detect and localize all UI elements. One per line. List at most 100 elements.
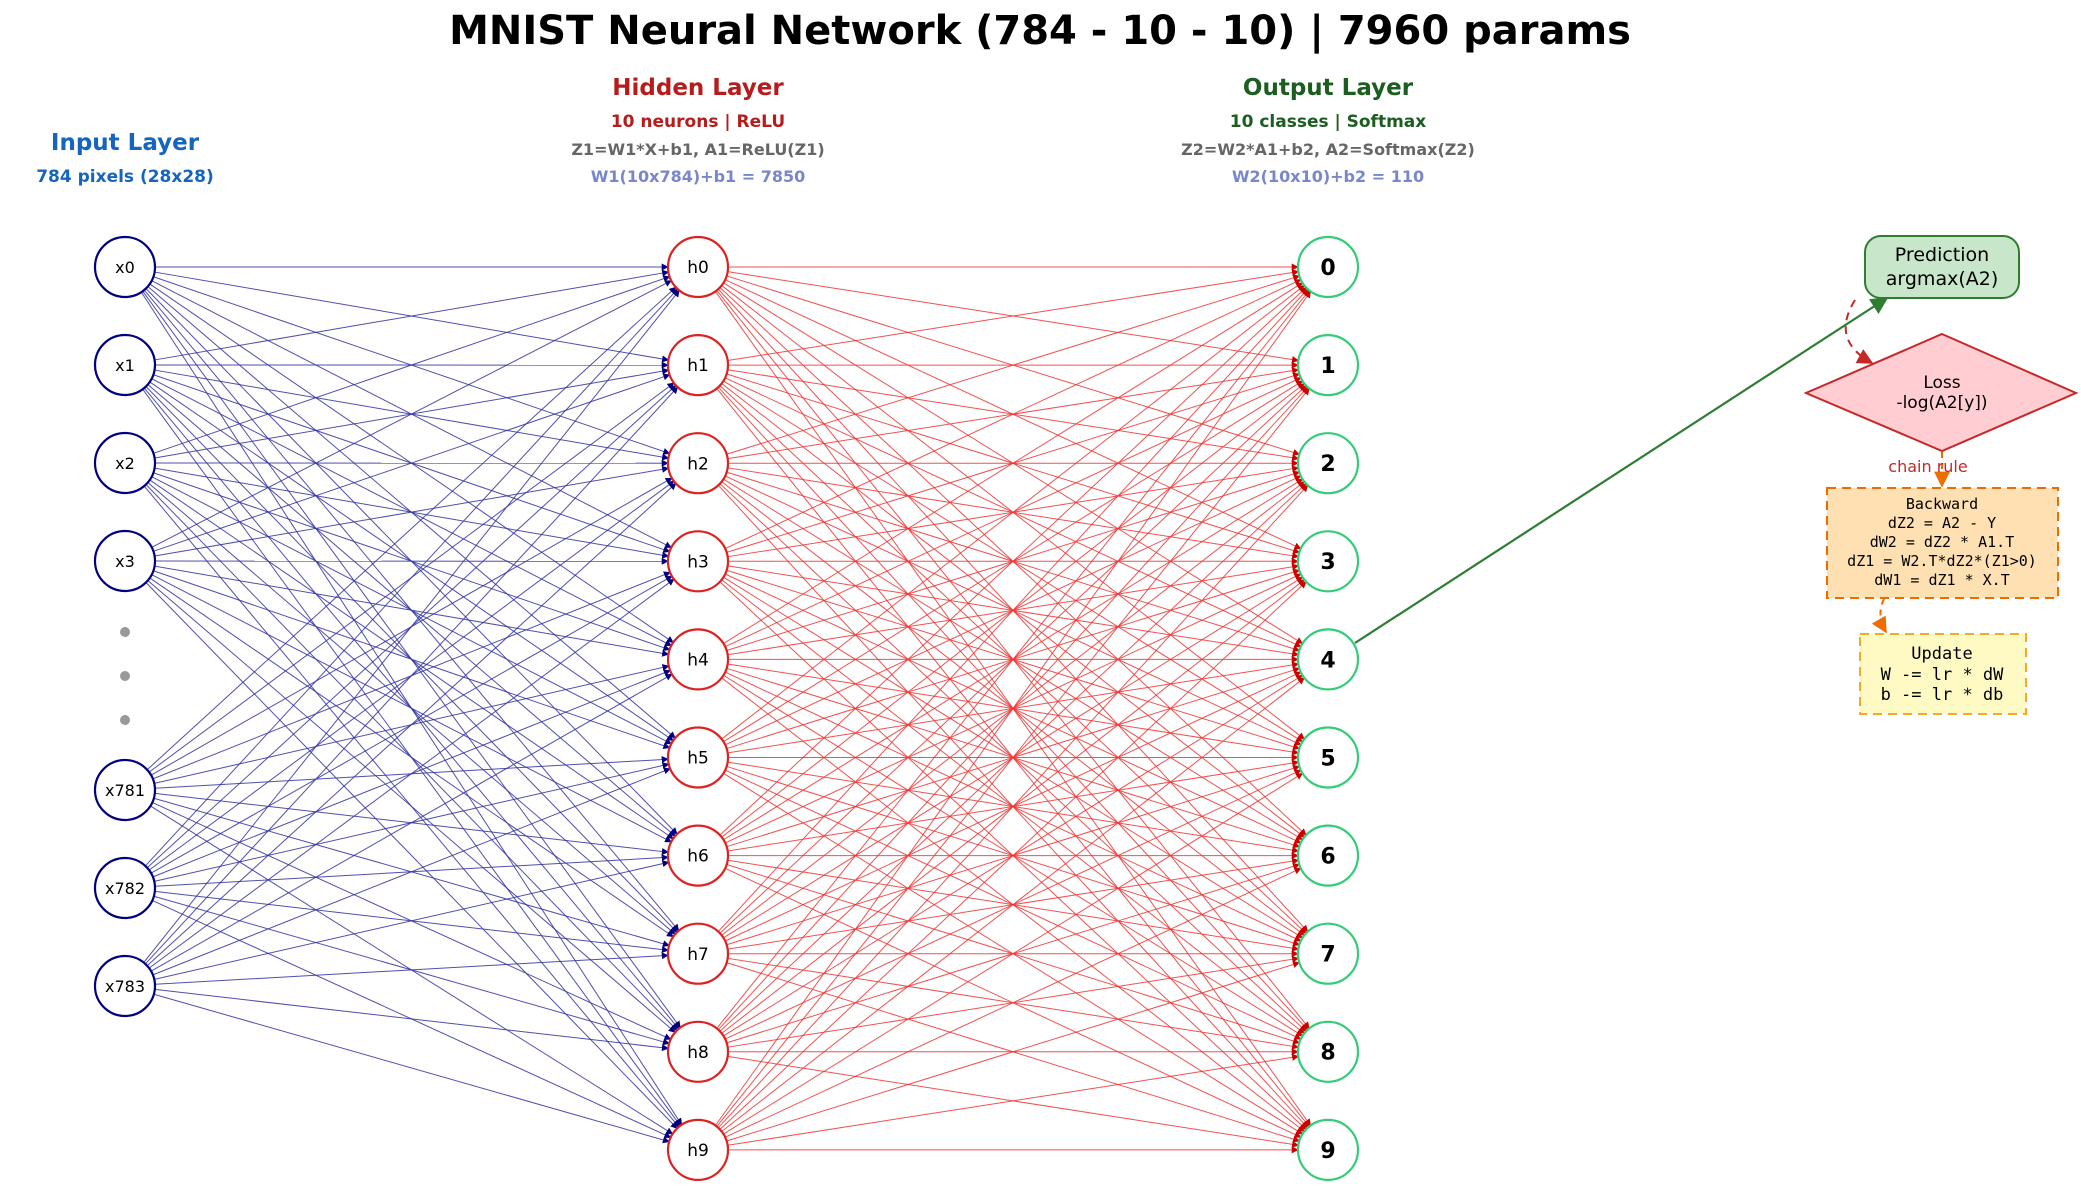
hidden-output-edge bbox=[727, 269, 1300, 361]
hidden-output-edge bbox=[724, 867, 1302, 1138]
input-hidden-edge bbox=[154, 565, 670, 657]
output-node: 0 bbox=[1296, 235, 1360, 299]
hidden-output-edge bbox=[723, 772, 1304, 1135]
input-node-label: x781 bbox=[105, 781, 145, 800]
hidden-node-label: h6 bbox=[687, 847, 709, 867]
input-node: x1 bbox=[93, 333, 157, 397]
prediction-box: Prediction argmax(A2) bbox=[1864, 235, 2020, 299]
hidden-layer-formula: Z1=W1*X+b1, A1=ReLU(Z1) bbox=[571, 140, 824, 159]
ellipsis-dot bbox=[120, 627, 130, 637]
hidden-output-edge bbox=[723, 282, 1304, 644]
loss-formula: -log(A2[y]) bbox=[1896, 393, 1987, 413]
hidden-node: h3 bbox=[666, 530, 730, 593]
input-node-label: x2 bbox=[115, 454, 135, 473]
hidden-node: h9 bbox=[666, 1118, 730, 1182]
hidden-node: h2 bbox=[666, 432, 730, 495]
output-node-label: 4 bbox=[1320, 648, 1335, 673]
input-node-label: x3 bbox=[115, 552, 135, 571]
hidden-output-edge bbox=[727, 1053, 1300, 1146]
hidden-node-label: h8 bbox=[687, 1043, 709, 1063]
hidden-output-edge bbox=[721, 284, 1305, 740]
ellipsis-dot bbox=[120, 715, 130, 725]
update-line: W -= lr * dW bbox=[1881, 665, 2005, 685]
hidden-output-edge bbox=[726, 961, 1301, 1142]
input-node-label: x0 bbox=[115, 258, 135, 277]
input-hidden-edge bbox=[151, 280, 672, 548]
input-hidden-edge bbox=[153, 570, 671, 750]
output-node: 2 bbox=[1296, 432, 1360, 495]
input-hidden-edge bbox=[153, 373, 671, 552]
network-nodes: x0 x1 x2 x3 x781 x782 x783 h0 h1 h2 h3 h4 h5 h6 h7 h8 h9… bbox=[93, 235, 1360, 1182]
hidden-output-edge bbox=[719, 581, 1307, 1130]
hidden-output-edge bbox=[716, 289, 1310, 1029]
output-node: 8 bbox=[1296, 1020, 1360, 1083]
output-node-label: 3 bbox=[1320, 550, 1335, 575]
input-hidden-edge bbox=[150, 673, 673, 972]
backward-line: dW1 = dZ1 * X.T bbox=[1874, 571, 2009, 589]
input-hidden-edge bbox=[145, 582, 678, 1129]
backward-line: dZ1 = W2.T*dZ2*(Z1>0) bbox=[1847, 552, 2037, 570]
hidden-output-edge bbox=[726, 274, 1301, 455]
prediction-label: Prediction bbox=[1895, 244, 1989, 266]
input-node: x0 bbox=[93, 235, 157, 299]
output-node: 6 bbox=[1296, 824, 1360, 887]
input-layer-subtitle: 784 pixels (28x28) bbox=[36, 167, 214, 187]
output-node: 3 bbox=[1296, 530, 1360, 593]
diagram-title: MNIST Neural Network (784 - 10 - 10) | 7… bbox=[449, 8, 1631, 55]
input-hidden-edge bbox=[143, 289, 680, 963]
output-layer-formula: Z2=W2*A1+b2, A2=Softmax(Z2) bbox=[1181, 140, 1475, 159]
hidden-output-edge bbox=[716, 387, 1310, 1127]
input-node: x781 bbox=[93, 758, 157, 822]
input-node: x3 bbox=[93, 529, 157, 593]
input-hidden-edge bbox=[147, 580, 676, 1033]
hidden-node: h4 bbox=[666, 628, 730, 691]
hidden-output-connections bbox=[715, 263, 1311, 1154]
input-hidden-edge bbox=[146, 482, 677, 967]
input-node-label: x782 bbox=[105, 879, 145, 898]
input-hidden-edge bbox=[146, 286, 677, 771]
output-node-label: 0 bbox=[1320, 256, 1335, 281]
backward-to-update-arrow bbox=[1871, 598, 1887, 634]
output-node-label: 1 bbox=[1320, 354, 1335, 379]
backward-line: dW2 = dZ2 * A1.T bbox=[1870, 533, 2015, 551]
hidden-node-label: h7 bbox=[687, 945, 709, 965]
output-node: 7 bbox=[1296, 922, 1360, 985]
input-hidden-edge bbox=[144, 288, 679, 867]
input-hidden-edge bbox=[152, 767, 671, 976]
hidden-node-label: h5 bbox=[687, 749, 709, 769]
prediction-formula: argmax(A2) bbox=[1886, 268, 1999, 290]
input-hidden-edge bbox=[148, 578, 675, 969]
input-node-label: x783 bbox=[105, 977, 145, 996]
hidden-node: h6 bbox=[666, 824, 730, 887]
input-node-label: x1 bbox=[115, 356, 135, 375]
hidden-output-edge bbox=[724, 279, 1302, 550]
hidden-layer-params: W1(10x784)+b1 = 7850 bbox=[591, 167, 805, 186]
hidden-node-label: h2 bbox=[687, 454, 709, 474]
input-hidden-edge bbox=[149, 577, 674, 938]
output-layer-params: W2(10x10)+b2 = 110 bbox=[1232, 167, 1424, 186]
input-node: x783 bbox=[93, 954, 157, 1018]
input-hidden-edge bbox=[151, 574, 672, 843]
output-node-label: 6 bbox=[1320, 845, 1335, 870]
hidden-node: h0 bbox=[666, 235, 730, 299]
hidden-node: h1 bbox=[666, 334, 730, 397]
output-node-label: 2 bbox=[1320, 452, 1335, 477]
hidden-output-edge bbox=[721, 677, 1305, 1132]
loss-diamond: Loss -log(A2[y]) bbox=[1803, 332, 2079, 453]
hidden-node-label: h1 bbox=[687, 356, 709, 376]
backward-box: Backward dZ2 = A2 - Y dW2 = dZ2 * A1.T d… bbox=[1826, 487, 2059, 599]
backward-line: dZ2 = A2 - Y bbox=[1888, 514, 1996, 532]
input-hidden-edge bbox=[144, 386, 679, 965]
chain-rule-label: chain rule bbox=[1888, 457, 1967, 476]
output-node: 5 bbox=[1296, 726, 1360, 789]
input-node: x782 bbox=[93, 856, 157, 920]
output-node-label: 8 bbox=[1320, 1041, 1335, 1066]
input-hidden-edge bbox=[154, 269, 670, 361]
output-node: 4 bbox=[1296, 628, 1360, 691]
input-hidden-edge bbox=[153, 275, 671, 454]
output-node-label: 5 bbox=[1320, 746, 1335, 771]
input-hidden-edge bbox=[154, 465, 670, 557]
hidden-node-label: h4 bbox=[687, 651, 709, 671]
output-to-prediction-arrow bbox=[1354, 297, 1889, 644]
